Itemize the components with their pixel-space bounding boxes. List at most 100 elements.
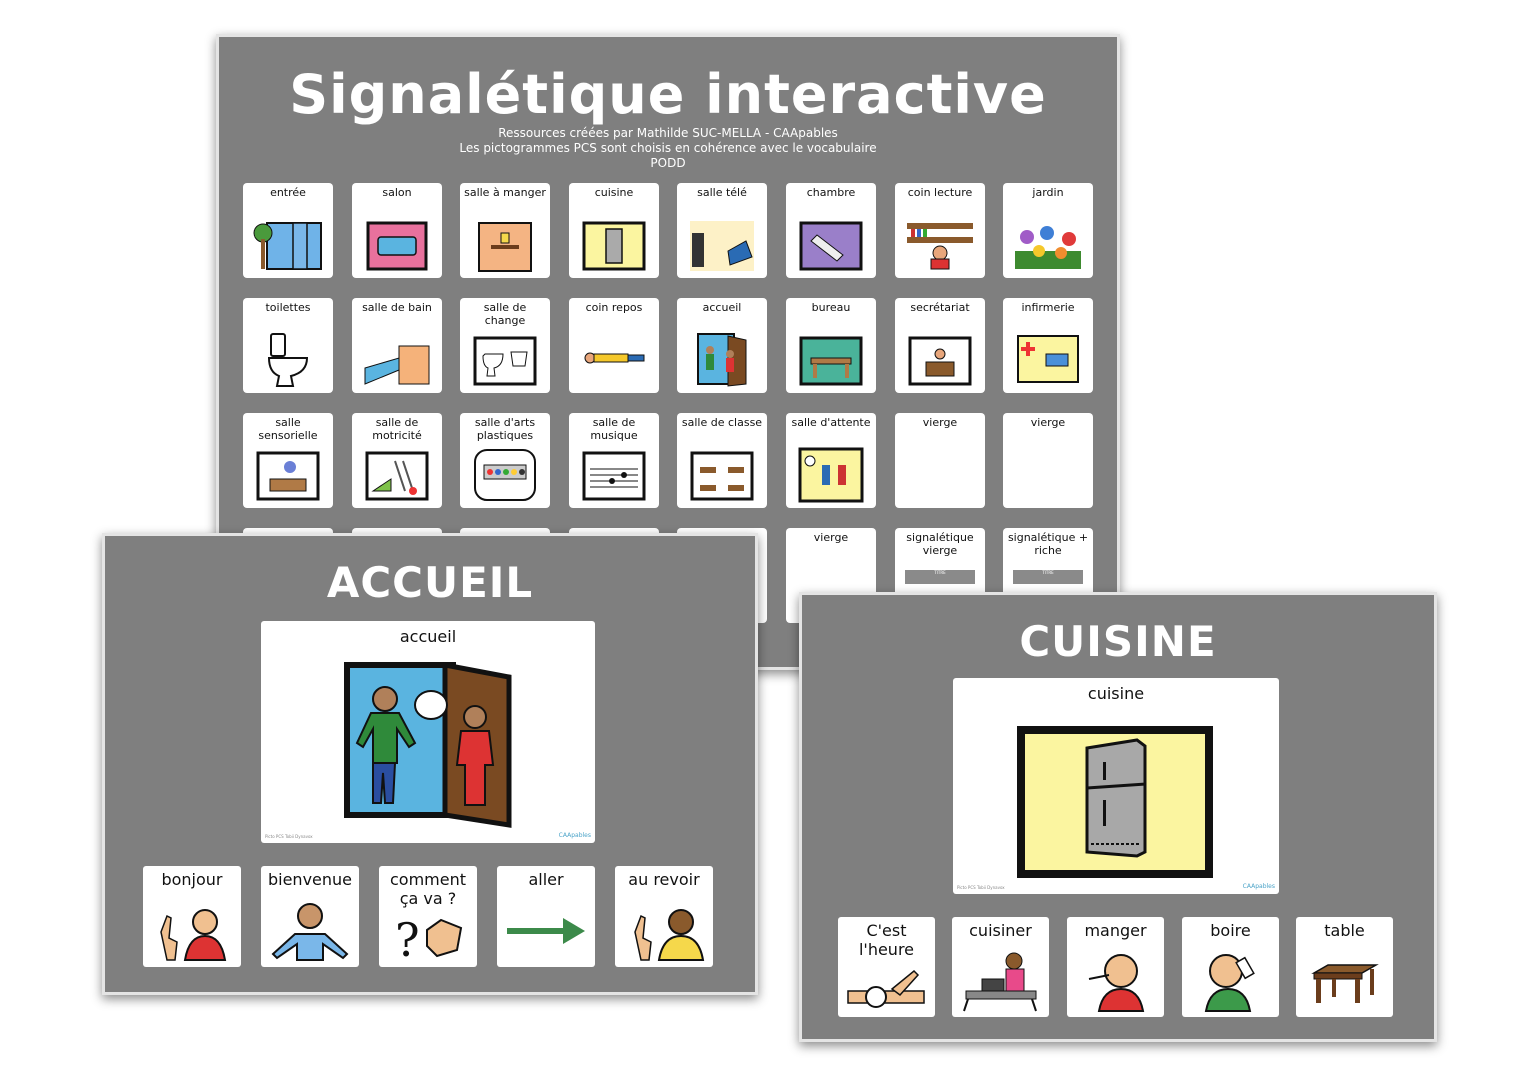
tile-salle-sensorielle[interactable]: salle sensorielle (243, 413, 333, 508)
goodbye-wave-icon (634, 909, 705, 961)
tile-vierge[interactable]: vierge (895, 413, 985, 508)
tile-salle-de-bain[interactable]: salle de bain (352, 298, 442, 393)
tile-label: signalétique vierge (906, 531, 974, 557)
tile-label: salle d'attente (791, 416, 871, 429)
tile-label: salle de change (483, 301, 527, 327)
tile-secretariat[interactable]: secrétariat (895, 298, 985, 393)
sofa-icon (366, 221, 428, 271)
board-title: Signalétique interactive (289, 63, 1047, 126)
tile-label: signalétique + riche (1007, 531, 1089, 557)
tile-label: chambre (806, 186, 856, 199)
word-card-bienvenue[interactable]: bienvenue (261, 866, 359, 967)
tile-chambre[interactable]: chambre (786, 183, 876, 278)
tile-label: entrée (270, 186, 306, 199)
cuisine-main-card[interactable]: cuisine Picto PCS Tobii Dynavox CAApable… (953, 678, 1279, 894)
drinking-icon (1204, 954, 1255, 1012)
tile-label: salle de musique (590, 416, 638, 442)
word-label: C'est l'heure (858, 921, 915, 959)
welcome-door-icon (697, 333, 747, 387)
board-subtitle-line-2: Les pictogrammes PCS sont choisis en coh… (459, 141, 877, 155)
word-label: au revoir (628, 870, 700, 889)
arrow-right-icon (507, 918, 585, 944)
word-card-aller[interactable]: aller (497, 866, 595, 967)
tile-label: salon (382, 186, 412, 199)
tile-label: salle à manger (464, 186, 546, 199)
credit-left: Picto PCS Tobii Dynavox (265, 834, 313, 839)
tile-cuisine[interactable]: cuisine (569, 183, 659, 278)
tile-jardin[interactable]: jardin (1003, 183, 1093, 278)
word-card-cuisiner[interactable]: cuisiner (952, 917, 1049, 1017)
tile-salle-de-motricite[interactable]: salle de motricité (352, 413, 442, 508)
reading-icon (907, 223, 973, 270)
mini-board-icon: TITRE (1013, 570, 1083, 584)
word-card-au-revoir[interactable]: au revoir (615, 866, 713, 967)
word-label: manger (1084, 921, 1147, 940)
tile-toilettes[interactable]: toilettes (243, 298, 333, 393)
word-card-comment-ca-va[interactable]: comment ça va ? ? (379, 866, 477, 967)
tile-salle-d-attente[interactable]: salle d'attente (786, 413, 876, 508)
credit-right: CAApables (1242, 883, 1275, 890)
main-signage-board: Signalétique interactive Ressources créé… (216, 34, 1120, 670)
cooking-icon (963, 952, 1037, 1012)
tile-salle-arts-plastiques[interactable]: salle d'arts plastiques (460, 413, 550, 508)
tile-salon[interactable]: salon (352, 183, 442, 278)
accueil-main-card[interactable]: accueil Picto PCS Tobii Dynavox CAApable… (261, 621, 595, 843)
bed-icon (799, 221, 863, 271)
flowers-icon (1015, 226, 1081, 269)
tile-label: salle d'arts plastiques (474, 416, 536, 442)
cuisine-board: CUISINE cuisine Picto PCS Tobii Dynavox … (799, 592, 1437, 1042)
tile-salle-tele[interactable]: salle télé (677, 183, 767, 278)
waiting-icon (798, 447, 864, 503)
tile-label: cuisine (594, 186, 634, 199)
tile-salle-de-musique[interactable]: salle de musique (569, 413, 659, 508)
tile-salle-de-classe[interactable]: salle de classe (677, 413, 767, 508)
classroom-icon (690, 451, 754, 501)
watch-icon (847, 969, 925, 1008)
music-icon (582, 451, 646, 501)
tile-coin-lecture[interactable]: coin lecture (895, 183, 985, 278)
word-label: bonjour (161, 870, 223, 889)
tv-room-icon (690, 221, 754, 271)
rest-icon (584, 352, 645, 364)
word-card-boire[interactable]: boire (1182, 917, 1279, 1017)
entrance-icon (253, 222, 322, 270)
tile-label: toilettes (265, 301, 311, 314)
board-subtitle-line-1: Ressources créées par Mathilde SUC-MELLA… (498, 126, 838, 140)
tile-label: accueil (702, 301, 742, 314)
tile-label: salle sensorielle (258, 416, 318, 442)
tile-label: secrétariat (910, 301, 970, 314)
welcome-arms-icon (271, 903, 349, 961)
tile-vierge[interactable]: vierge (1003, 413, 1093, 508)
tile-salle-a-manger[interactable]: salle à manger (460, 183, 550, 278)
credit-right: CAApables (558, 832, 591, 839)
bathtub-icon (364, 345, 430, 385)
cuisine-title: CUISINE (1019, 617, 1217, 666)
hello-wave-icon (160, 909, 227, 961)
tile-salle-de-change[interactable]: salle de change (460, 298, 550, 393)
tile-label: salle de bain (362, 301, 432, 314)
accueil-board: ACCUEIL accueil Picto PCS Tobii Dynavox … (102, 533, 758, 995)
tile-accueil[interactable]: accueil (677, 298, 767, 393)
word-card-bonjour[interactable]: bonjour (143, 866, 241, 967)
word-label: bienvenue (267, 870, 353, 889)
tile-entree[interactable]: entrée (243, 183, 333, 278)
fridge-icon (582, 221, 646, 271)
tile-coin-repos[interactable]: coin repos (569, 298, 659, 393)
dining-icon (478, 222, 532, 272)
accueil-title: ACCUEIL (326, 558, 534, 607)
word-card-manger[interactable]: manger (1067, 917, 1164, 1017)
tile-infirmerie[interactable]: infirmerie (1003, 298, 1093, 393)
tile-label: infirmerie (1021, 301, 1075, 314)
motor-skills-icon (365, 451, 429, 501)
tile-label: salle de motricité (372, 416, 422, 442)
tile-label: vierge (813, 531, 849, 544)
paint-icon (474, 449, 536, 501)
word-card-c-est-l-heure[interactable]: C'est l'heure (838, 917, 935, 1017)
diaper-change-icon (473, 336, 537, 386)
tile-bureau[interactable]: bureau (786, 298, 876, 393)
tile-label: bureau (811, 301, 851, 314)
tile-label: coin repos (585, 301, 643, 314)
word-card-table[interactable]: table (1296, 917, 1393, 1017)
tile-label: salle de classe (681, 416, 763, 429)
sensory-icon (256, 451, 320, 501)
